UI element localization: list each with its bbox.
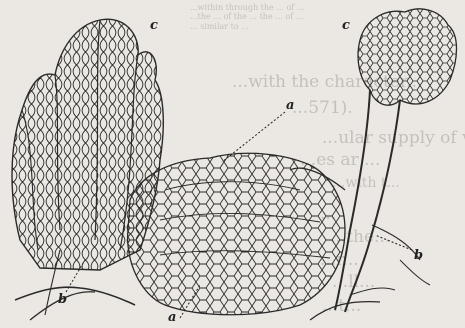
figure-label-b-left: b: [58, 292, 67, 307]
central-cell-mass: [128, 153, 345, 314]
figure-label-a-bottom: a: [168, 310, 176, 325]
figure-label-c-right: c: [342, 18, 350, 33]
figure-label-c-left: c: [150, 18, 158, 33]
figure-label-a-top: a: [286, 98, 294, 113]
figure-label-b-right: b: [414, 248, 423, 263]
